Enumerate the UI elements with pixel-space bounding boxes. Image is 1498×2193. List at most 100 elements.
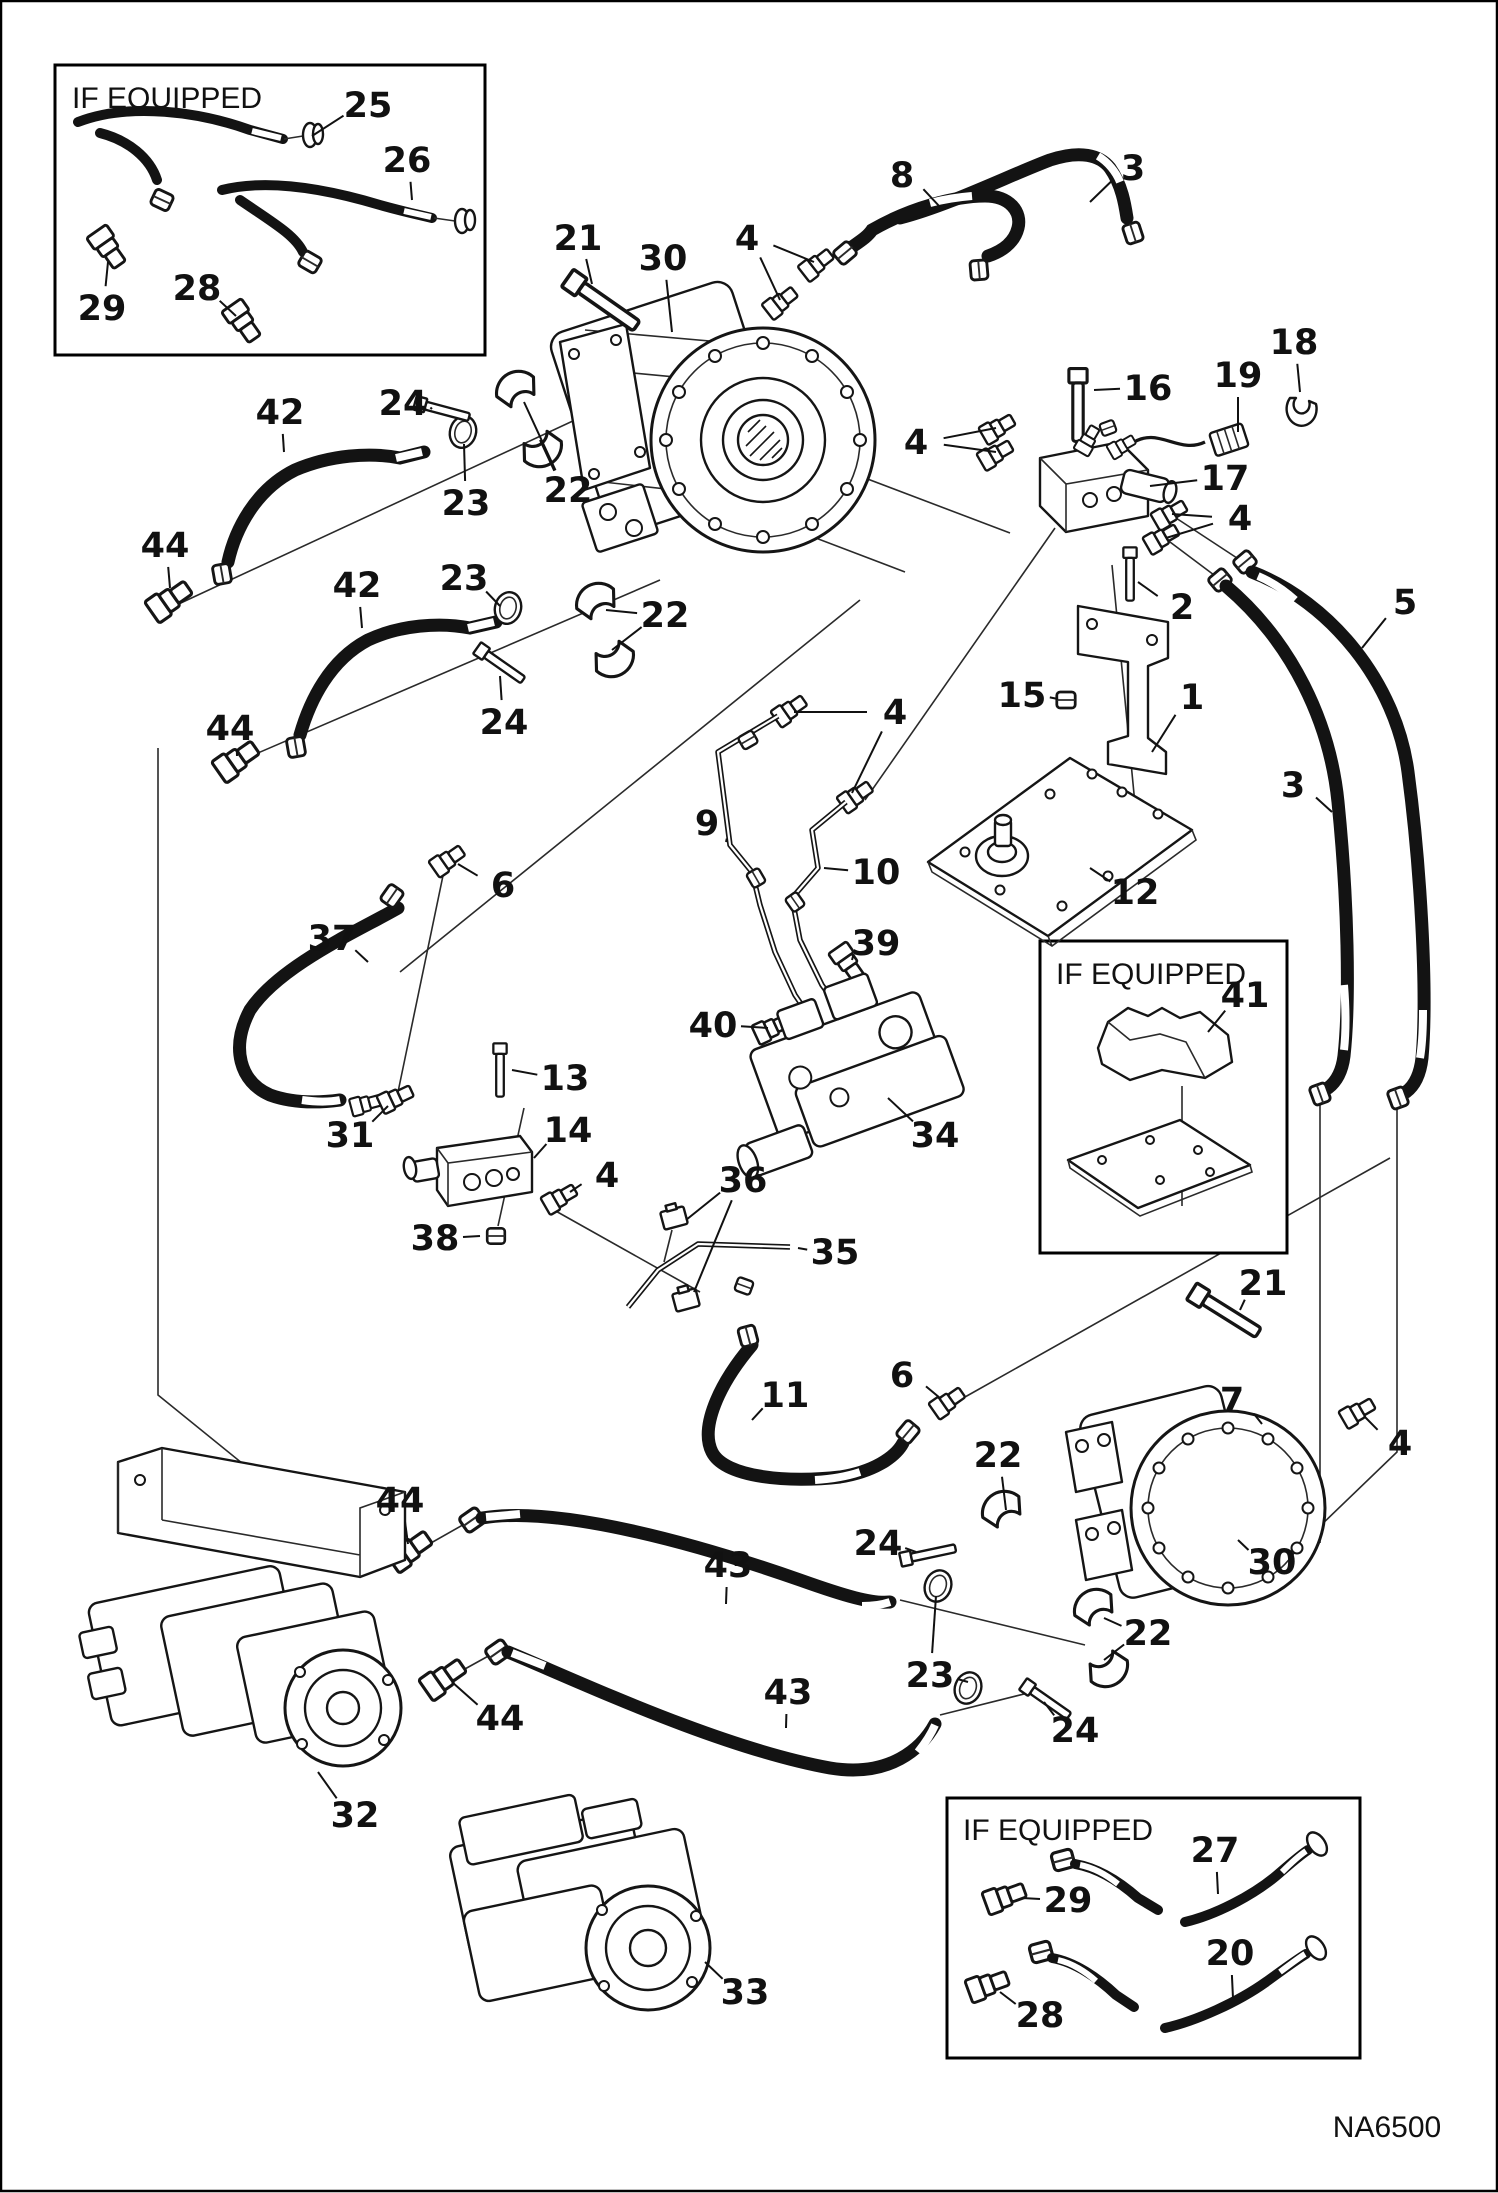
callout-leader (1137, 581, 1159, 597)
callout-leader (451, 1681, 479, 1706)
callout-leader (725, 838, 728, 843)
callout-label: 28 (173, 269, 222, 309)
callout-label: 6 (491, 866, 515, 906)
callout-leader (585, 258, 593, 285)
callout-label: 11 (761, 1376, 810, 1416)
callout-label: 37 (308, 919, 357, 959)
callout-leader (409, 181, 413, 201)
case-drain-hoses-42 (142, 362, 642, 785)
callout-leader (281, 433, 285, 453)
figure-code: NA6500 (1333, 2111, 1441, 2144)
callout-label: 23 (906, 1656, 955, 1696)
callout-leader (1089, 180, 1112, 203)
callout-leader (523, 401, 557, 471)
pilot-tube-group (715, 690, 965, 1180)
callout-label: 27 (1191, 1831, 1240, 1871)
callout-label: 8 (890, 156, 914, 196)
brake-valve-group (1038, 367, 1318, 557)
callout-label: 13 (541, 1059, 590, 1099)
callout-label: 24 (854, 1524, 903, 1564)
callout-label: 23 (442, 484, 491, 524)
callout-label: 44 (376, 1481, 425, 1521)
callout-label: 4 (595, 1156, 619, 1196)
callout-label: 36 (719, 1161, 768, 1201)
callout-leader (499, 675, 503, 701)
callout-label: 31 (326, 1116, 375, 1156)
callout-leader (219, 300, 237, 317)
callout-leader (1021, 1897, 1041, 1900)
bolt-2 (1122, 546, 1138, 602)
inset-box-title: IF EQUIPPED (1056, 958, 1246, 991)
callout-leader (725, 1586, 728, 1605)
callout-label: 41 (1221, 976, 1270, 1016)
sensor-wire-19 (1130, 436, 1206, 447)
callout-label: 44 (206, 709, 255, 749)
callout-leader (693, 1199, 733, 1293)
callout-label: 42 (256, 393, 305, 433)
callout-leader (1363, 1415, 1379, 1431)
hydrostatic-pump-33 (449, 1793, 712, 2012)
hose-8-and-3-top (760, 148, 1146, 322)
callout-label: 20 (1206, 1934, 1255, 1974)
callout-label: 32 (331, 1796, 380, 1836)
manifold-14-group (402, 1042, 581, 1246)
callout-leader (605, 609, 638, 615)
callout-leader (429, 406, 433, 410)
callout-leader (1237, 1539, 1250, 1551)
callout-leader (1001, 1476, 1007, 1511)
inset-box-bottom-right: IF EQUIPPED (945, 1796, 1362, 2060)
callout-leader (1165, 522, 1214, 539)
callout-label: 15 (998, 676, 1047, 716)
callout-leader (904, 1547, 917, 1553)
mount-group (926, 546, 1197, 947)
callout-label: 4 (883, 693, 907, 733)
callout-leader (311, 114, 345, 137)
callout-label: 43 (704, 1546, 753, 1586)
callout-label: 22 (544, 471, 593, 511)
callout-label: 9 (695, 804, 719, 844)
nut-38 (485, 1226, 507, 1246)
callout-label: 3 (1281, 766, 1305, 806)
callout-leader (1215, 1871, 1219, 1895)
callout-leader (463, 443, 467, 482)
callout-leader (922, 188, 941, 208)
inset-box-top-left: IF EQUIPPED (53, 63, 487, 357)
callout-label: 4 (735, 219, 759, 259)
callout-label: 21 (1239, 1264, 1288, 1304)
callout-label: 1 (1180, 678, 1204, 718)
callout-leader (931, 1595, 937, 1654)
callout-leader (957, 1678, 969, 1683)
callout-leader (533, 1143, 548, 1159)
callout-label: 24 (379, 384, 428, 424)
inset-box-middle-right: IF EQUIPPED (1038, 939, 1289, 1255)
callout-leader (485, 590, 501, 607)
callout-label: 19 (1214, 356, 1263, 396)
hose-37-group (233, 840, 469, 1118)
callout-leader (851, 730, 883, 794)
hose-43b (501, 1645, 942, 1777)
callout-label: 21 (554, 219, 603, 259)
callout-label: 4 (1228, 499, 1252, 539)
callout-leader (1149, 479, 1198, 487)
callout-label: 5 (1393, 583, 1417, 623)
drive-hoses-43 (382, 1505, 942, 1777)
callout-label: 40 (689, 1006, 738, 1046)
callout-leader (1093, 387, 1121, 391)
callout-leader (1151, 714, 1177, 753)
callout-leader (740, 1025, 769, 1029)
callout-leader (359, 606, 363, 629)
callout-label: 43 (764, 1673, 813, 1713)
callout-leader (1296, 363, 1301, 393)
callout-leader (1089, 867, 1111, 883)
callout-label: 24 (480, 703, 529, 743)
callout-label: 24 (1051, 1711, 1100, 1751)
callout-leader (1171, 513, 1213, 518)
hoses-5-3-right (1205, 547, 1431, 1112)
nut-15 (1055, 690, 1077, 710)
callout-leader (1043, 1701, 1055, 1716)
callout-leader (611, 626, 643, 651)
callout-leader (823, 867, 849, 872)
callout-leader (1239, 1299, 1246, 1311)
callout-leader (759, 256, 781, 301)
